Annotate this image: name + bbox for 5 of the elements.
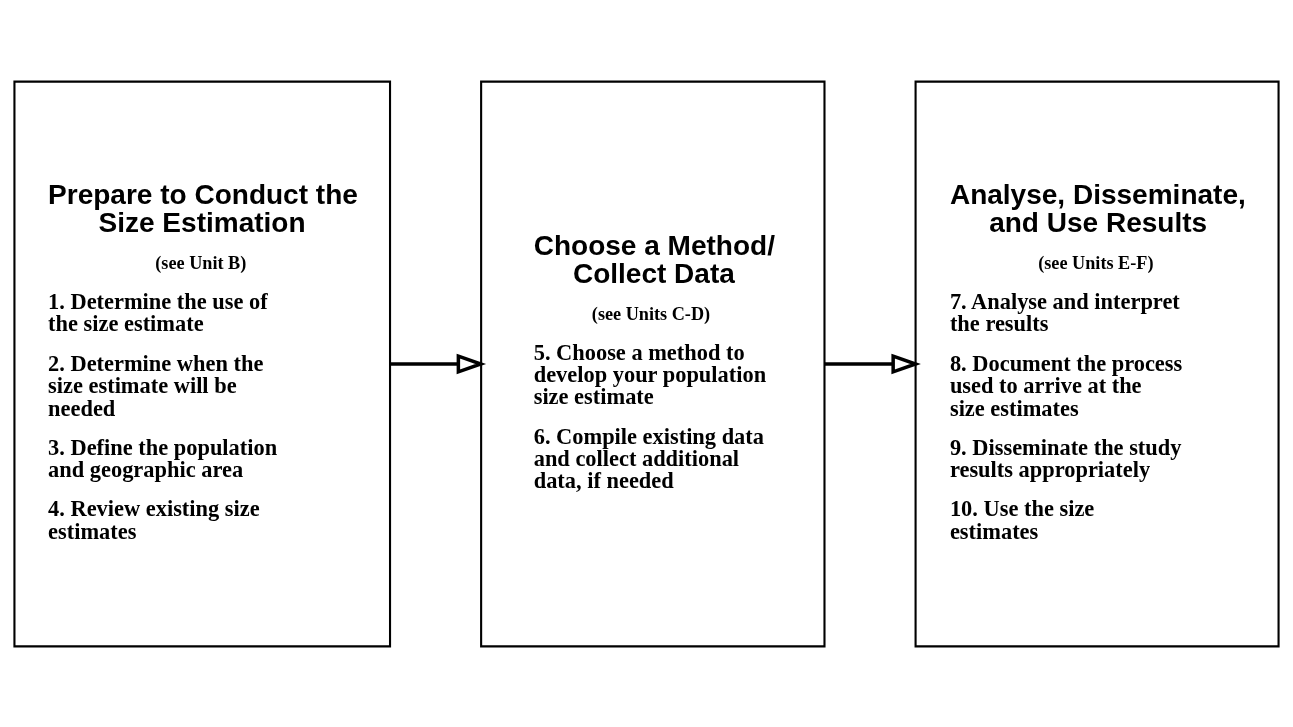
arrow xyxy=(824,353,921,374)
node-box: Prepare to Conduct the Size Estimation (see Unit B) 1. Determine the use of the size estimate 2. Determine when the size estimate will be needed 3. Define the population and geographic area 4. Review existing size estimates xyxy=(13,80,392,647)
node-box: Analyse, Disseminate, and Use Results (see Units E-F) 7. Analyse and interpret the results 8. Document the process used to arrive at the size estimates 9. Disseminate the study results appropriately 10. Use the size estimates xyxy=(914,80,1280,647)
node-box: Choose a Method/ Collect Data (see Units C-D) 5. Choose a method to develop your population size estimate 6. Compile existing data and collect additional data, if needed xyxy=(480,80,826,647)
arrow xyxy=(390,353,487,374)
